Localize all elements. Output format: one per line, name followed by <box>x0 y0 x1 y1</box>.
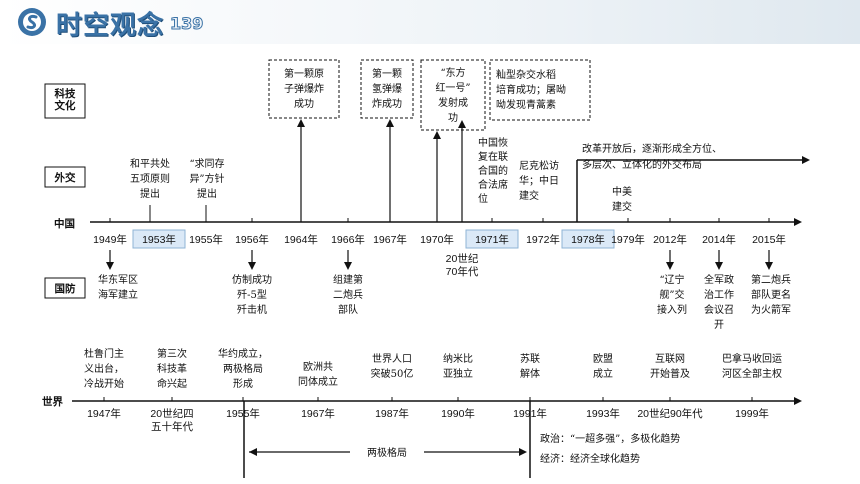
category-box-tech <box>44 83 86 119</box>
world-event-population: 世界人口突破50亿 <box>371 353 414 380</box>
defense-event-liaoning: “辽宁舰”交接入列 <box>657 273 687 316</box>
category-box-diplomacy <box>44 166 86 188</box>
world-ticks <box>103 397 753 401</box>
world-year-1947: 1947年 <box>87 407 121 420</box>
world-year-1990s: 20世纪90年代 <box>637 407 703 420</box>
defense-event-east-navy: 华东军区海军建立 <box>98 273 138 301</box>
china-year-1955: 1955年 <box>189 233 223 246</box>
category-box-defense <box>44 277 86 299</box>
defense-event-political-work: 全军政治工作会议召开 <box>704 273 734 331</box>
world-event-third-tech: 第三次科技革命兴起 <box>157 347 187 390</box>
defense-event-second-artillery: 组建第二炮兵部队 <box>333 273 363 316</box>
china-year-2015: 2015年 <box>752 233 786 246</box>
china-year-labels: 1949年 1953年 1955年 1956年 1964年 1966年 1967… <box>93 233 786 278</box>
highlight-1971 <box>465 229 519 249</box>
china-year-1949: 1949年 <box>93 233 127 246</box>
category-tech: 科技文化 <box>54 87 76 112</box>
highlight-1953 <box>132 229 186 249</box>
bipolar-arrow-left-head <box>249 448 257 456</box>
post-cold-war-economy: 经济：经济全球化趋势 <box>540 452 640 465</box>
world-event-ussr: 苏联解体 <box>520 352 540 380</box>
world-event-panama: 巴拿马收回运河区全部主权 <box>722 352 782 380</box>
diplomacy-event-seek-common: “求同存异”方针提出 <box>189 157 224 200</box>
tech-box-atom-bomb <box>268 59 340 119</box>
tech-box-satellite <box>420 59 486 131</box>
world-event-warsaw: 华约成立，两极格局形成 <box>218 347 268 390</box>
world-event-internet: 互联网开始普及 <box>650 353 690 380</box>
china-year-1971: 1971年 <box>475 233 509 246</box>
world-year-1967: 1967年 <box>301 407 335 420</box>
post-cold-war-politics: 政治：“一超多强”，多极化趋势 <box>540 432 680 445</box>
world-event-ec: 欧洲共同体成立 <box>298 361 338 388</box>
china-year-1972: 1972年 <box>526 233 560 246</box>
world-event-truman: 杜鲁门主义出台，冷战开始 <box>84 347 124 390</box>
china-year-1967: 1967年 <box>373 233 407 246</box>
logo-icon <box>18 8 46 36</box>
china-axis-label: 中国 <box>54 217 75 230</box>
tech-event-atom-bomb: 第一颗原子弹爆炸成功 <box>284 67 324 110</box>
china-year-1970: 1970年 <box>420 233 454 246</box>
category-defense: 国防 <box>55 282 76 295</box>
world-year-1940s-50s: 20世纪四五十年代 <box>150 408 193 433</box>
world-year-1993: 1993年 <box>586 407 620 420</box>
tech-box-rice <box>489 59 591 121</box>
china-year-2012: 2012年 <box>653 233 687 246</box>
diplomacy-event-un-seat: 中国恢复在联合国的合法席位 <box>478 136 508 205</box>
china-year-1978: 1978年 <box>571 233 605 246</box>
world-year-1999: 1999年 <box>735 407 769 420</box>
defense-event-j5: 仿制成功歼-5型歼击机 <box>232 273 272 316</box>
header: 时空观念 139 <box>0 0 860 44</box>
tech-event-rice: 籼型杂交水稻培育成功；屠呦呦发现青蒿素 <box>496 68 566 111</box>
diplomacy-event-reform: 改革开放后，逐渐形成全方位、多层次、立体化的外交布局 <box>582 142 722 171</box>
world-year-1987: 1987年 <box>375 407 409 420</box>
world-axis-label: 世界 <box>42 395 63 408</box>
defense-event-rocket-force: 第二炮兵部队更名为火箭军 <box>751 273 791 316</box>
china-year-1979: 1979年 <box>611 233 645 246</box>
china-year-1964: 1964年 <box>284 233 318 246</box>
highlight-1978 <box>561 229 615 249</box>
world-year-1955: 1955年 <box>226 407 260 420</box>
world-year-labels: 1947年 20世纪四五十年代 1955年 1967年 1987年 1990年 … <box>87 407 769 433</box>
world-event-eu: 欧盟成立 <box>593 353 613 380</box>
bipolar-label: 两极格局 <box>367 446 407 459</box>
page-number: 139 <box>169 14 204 34</box>
tech-box-h-bomb <box>360 59 414 119</box>
page-title: 时空观念 <box>56 11 165 41</box>
china-year-1956: 1956年 <box>235 233 269 246</box>
china-year-2014: 2014年 <box>702 233 736 246</box>
china-year-1953: 1953年 <box>142 233 176 246</box>
diplomacy-event-five-principles: 和平共处五项原则提出 <box>130 158 170 200</box>
tech-event-satellite: “东方红一号”发射成功 <box>435 66 470 124</box>
diplomacy-event-sino-us: 中美建交 <box>612 185 632 213</box>
diplomacy-event-nixon: 尼克松访华；中日建交 <box>519 159 559 202</box>
header-background <box>0 0 860 44</box>
world-event-namibia: 纳米比亚独立 <box>443 352 473 380</box>
world-year-1990: 1990年 <box>441 407 475 420</box>
china-year-1966: 1966年 <box>331 233 365 246</box>
tech-event-h-bomb: 第一颗氢弹爆炸成功 <box>372 67 402 110</box>
category-diplomacy: 外交 <box>54 171 76 184</box>
